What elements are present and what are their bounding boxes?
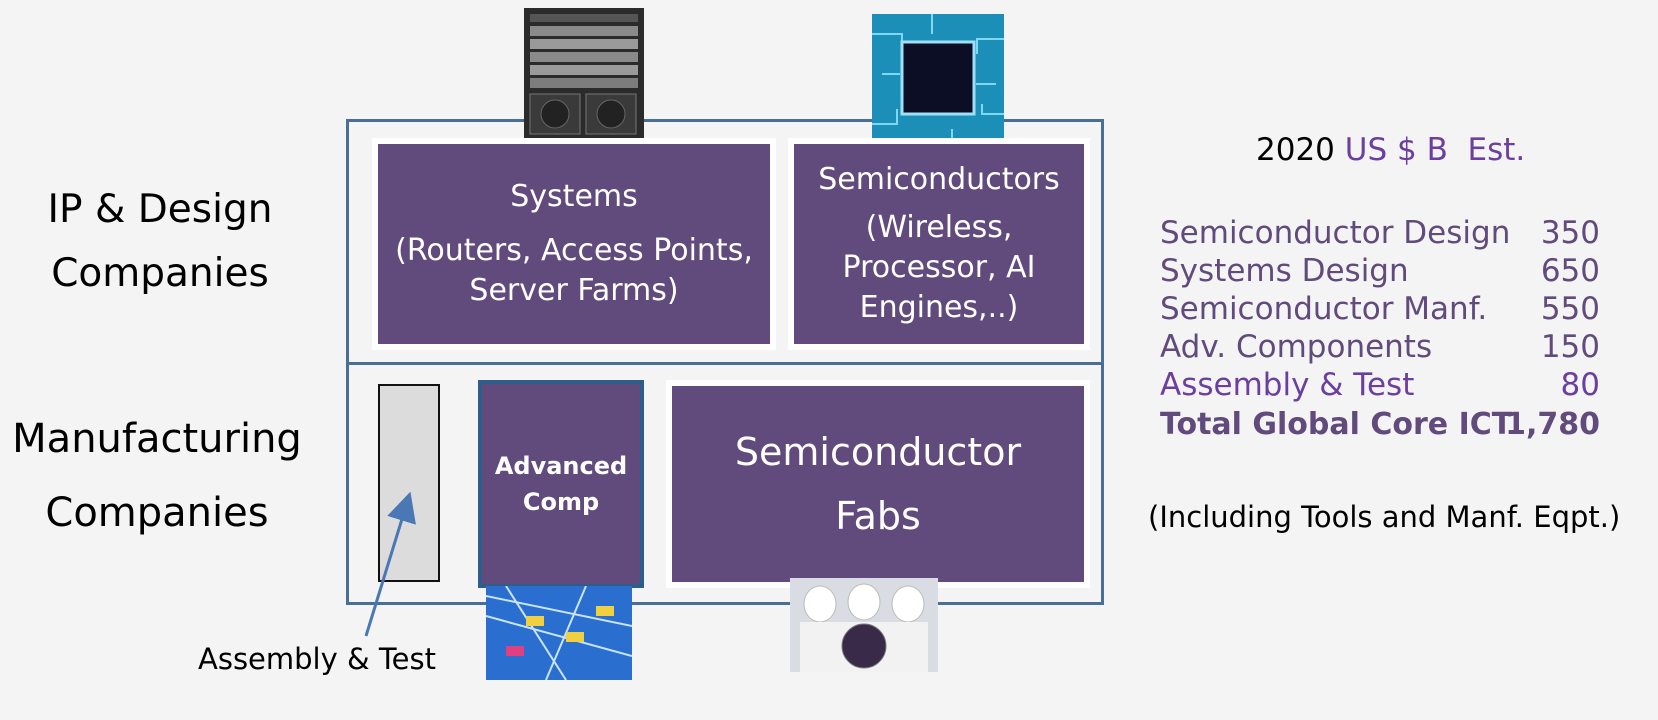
semiconductors-box: Semiconductors (Wireless, Processor, AI … [788, 138, 1090, 350]
systems-line2: Server Farms) [469, 273, 679, 308]
semis-line1: (Wireless, [865, 210, 1013, 245]
table-header: 2020 US $ B Est. [1256, 132, 1525, 168]
cleanroom-workers-icon [790, 578, 938, 672]
assembly-arrow [364, 491, 416, 637]
ip-design-label: IP & Design Companies [30, 178, 290, 306]
assembly-test-annotation: Assembly & Test [198, 642, 436, 676]
semiconductor-fabs-box: Semiconductor Fabs [666, 380, 1090, 588]
fabs-line2: Fabs [835, 494, 921, 538]
ip-design-line1: IP & Design [47, 187, 273, 232]
total-label: Total Global Core ICT [1160, 407, 1513, 442]
fabs-line1: Semiconductor [734, 430, 1022, 474]
outer-frame [346, 119, 1104, 605]
total-value: 1,780 [1505, 407, 1600, 442]
router-chassis-image [524, 8, 644, 146]
table-footnote: (Including Tools and Manf. Eqpt.) [1148, 500, 1621, 534]
table-row: Adv. Components 150 [1160, 328, 1600, 366]
systems-box: Systems (Routers, Access Points, Server … [372, 138, 776, 350]
row-value: 150 [1540, 329, 1600, 365]
circuit-assembly-image [486, 586, 632, 680]
table-row: Semiconductor Design 350 [1160, 214, 1600, 252]
chip-icon [872, 14, 1004, 146]
manufacturing-line1: Manufacturing [12, 416, 302, 462]
row-divider [349, 362, 1101, 365]
row-label: Adv. Components [1160, 329, 1433, 365]
systems-line1: (Routers, Access Points, [395, 233, 753, 268]
row-value: 550 [1540, 291, 1600, 327]
assembly-board-icon [486, 586, 632, 680]
row-label: Systems Design [1160, 253, 1409, 289]
row-value: 350 [1540, 215, 1600, 251]
ip-design-line2: Companies [51, 251, 269, 296]
manufacturing-label: Manufacturing Companies [0, 402, 314, 550]
semis-title: Semiconductors [818, 162, 1060, 197]
row-label: Assembly & Test [1160, 367, 1415, 403]
router-chassis-icon [524, 8, 644, 146]
adv-line2: Comp [522, 488, 600, 516]
table-row: Systems Design 650 [1160, 252, 1600, 290]
table-total-row: Total Global Core ICT 1,780 [1160, 406, 1600, 444]
advanced-comp-box: Advanced Comp [478, 380, 644, 588]
table-row: Semiconductor Manf. 550 [1160, 290, 1600, 328]
manufacturing-line2: Companies [45, 490, 269, 536]
table-year: 2020 [1256, 132, 1335, 168]
table-unit: US $ B Est. [1344, 132, 1526, 168]
assembly-test-slot [378, 384, 440, 582]
row-label: Semiconductor Manf. [1160, 291, 1488, 327]
systems-title: Systems [510, 179, 638, 214]
table-row: Assembly & Test 80 [1160, 366, 1600, 404]
cleanroom-image [790, 578, 938, 672]
row-value: 650 [1540, 253, 1600, 289]
semis-line2: Processor, AI [842, 250, 1036, 285]
row-value: 80 [1560, 367, 1600, 403]
circuit-chip-image [872, 14, 1004, 146]
adv-line1: Advanced [494, 452, 628, 480]
row-label: Semiconductor Design [1160, 215, 1511, 251]
semis-line3: Engines,..) [859, 290, 1019, 325]
